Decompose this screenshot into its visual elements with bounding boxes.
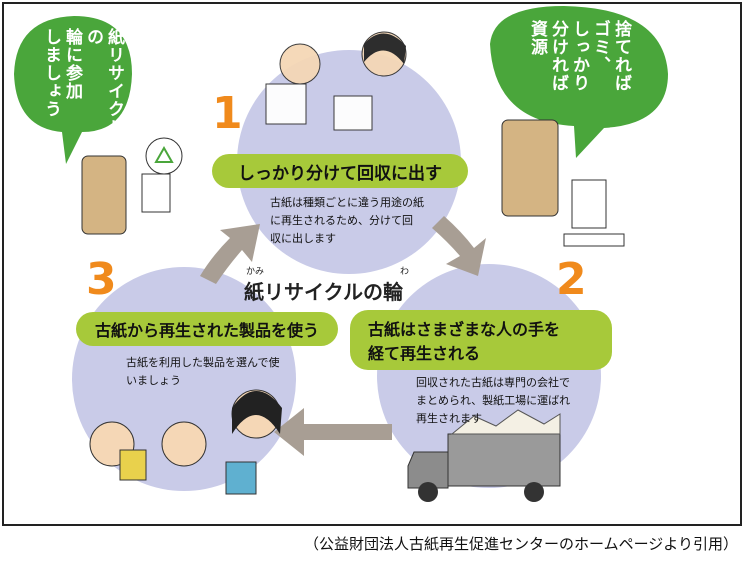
left-bubble-text: 紙リサイクルの 輪に参加 しましょう <box>40 28 124 138</box>
center-title-ruby-kami: かみ <box>246 267 265 277</box>
step-2-title-line: 経て再生される <box>368 344 481 363</box>
illustration-family <box>89 389 282 495</box>
step-1-description: 古紙は種類ごとに違う用途の紙 に再生されるため、分けて回 収に出します <box>270 194 440 248</box>
step-2-desc-line: 回収された古紙は専門の会社で <box>416 376 570 389</box>
step-1-desc-line: 古紙は種類ごとに違う用途の紙 <box>270 196 424 209</box>
right-bubble-col-1: 捨てれば <box>611 20 631 92</box>
step-2-desc-line: 再生されます <box>416 412 482 425</box>
step-3-desc-line: いましょう <box>126 374 181 387</box>
left-bubble-col-1: 紙リサイクルの <box>83 28 124 136</box>
step-3-desc-line: 古紙を利用した製品を選んで使 <box>126 356 280 369</box>
step-3-title: 古紙から再生された製品を使う <box>76 312 338 346</box>
diagram-frame: 紙リサイクルの 輪に参加 しましょう 捨てれば ゴミ、 しっかり 分ければ 資源… <box>2 2 742 526</box>
right-bubble-col-3: しっかり <box>569 20 589 92</box>
step-1-desc-line: 収に出します <box>270 232 336 245</box>
right-bubble-col-5: 資源 <box>527 20 547 56</box>
illustration-right-newspaper-character <box>501 119 625 247</box>
step-1-desc-line: に再生されるため、分けて回 <box>270 214 413 227</box>
step-3-description: 古紙を利用した製品を選んで使 いましょう <box>126 354 306 390</box>
step-1-title: しっかり分けて回収に出す <box>212 154 468 188</box>
arrow-2-to-3 <box>274 408 392 456</box>
left-bubble-col-3: しましょう <box>41 28 61 118</box>
source-caption: （公益財団法人古紙再生促進センターのホームページより引用） <box>304 535 738 553</box>
step-2-description: 回収された古紙は専門の会社で まとめられ、製紙工場に運ばれ 再生されます <box>416 374 596 428</box>
step-3-number: 3 <box>86 254 117 305</box>
step-2-title: 古紙はさまざまな人の手を 経て再生される <box>350 310 612 370</box>
right-bubble-col-4: 分ければ <box>548 20 568 92</box>
left-bubble-col-2: 輪に参加 <box>62 28 82 100</box>
illustration-truck <box>407 409 561 502</box>
arrow-1-to-2 <box>432 216 486 276</box>
right-speech-bubble <box>490 6 668 158</box>
illustration-left-recycle-character <box>81 137 183 235</box>
step-2-desc-line: まとめられ、製紙工場に運ばれ <box>416 394 571 407</box>
arrow-3-to-1 <box>200 224 260 284</box>
step-2-title-line: 古紙はさまざまな人の手を <box>368 320 561 339</box>
left-speech-bubble <box>14 16 132 164</box>
step-2-number: 2 <box>556 254 587 305</box>
step-1-number: 1 <box>212 88 243 139</box>
illustration-sorting-people <box>265 31 407 131</box>
right-bubble-col-2: ゴミ、 <box>590 20 610 74</box>
center-title-ruby-wa: わ <box>400 267 410 277</box>
center-title: 紙リサイクルの輪 <box>244 280 403 304</box>
right-bubble-text: 捨てれば ゴミ、 しっかり 分ければ 資源 <box>526 20 631 120</box>
